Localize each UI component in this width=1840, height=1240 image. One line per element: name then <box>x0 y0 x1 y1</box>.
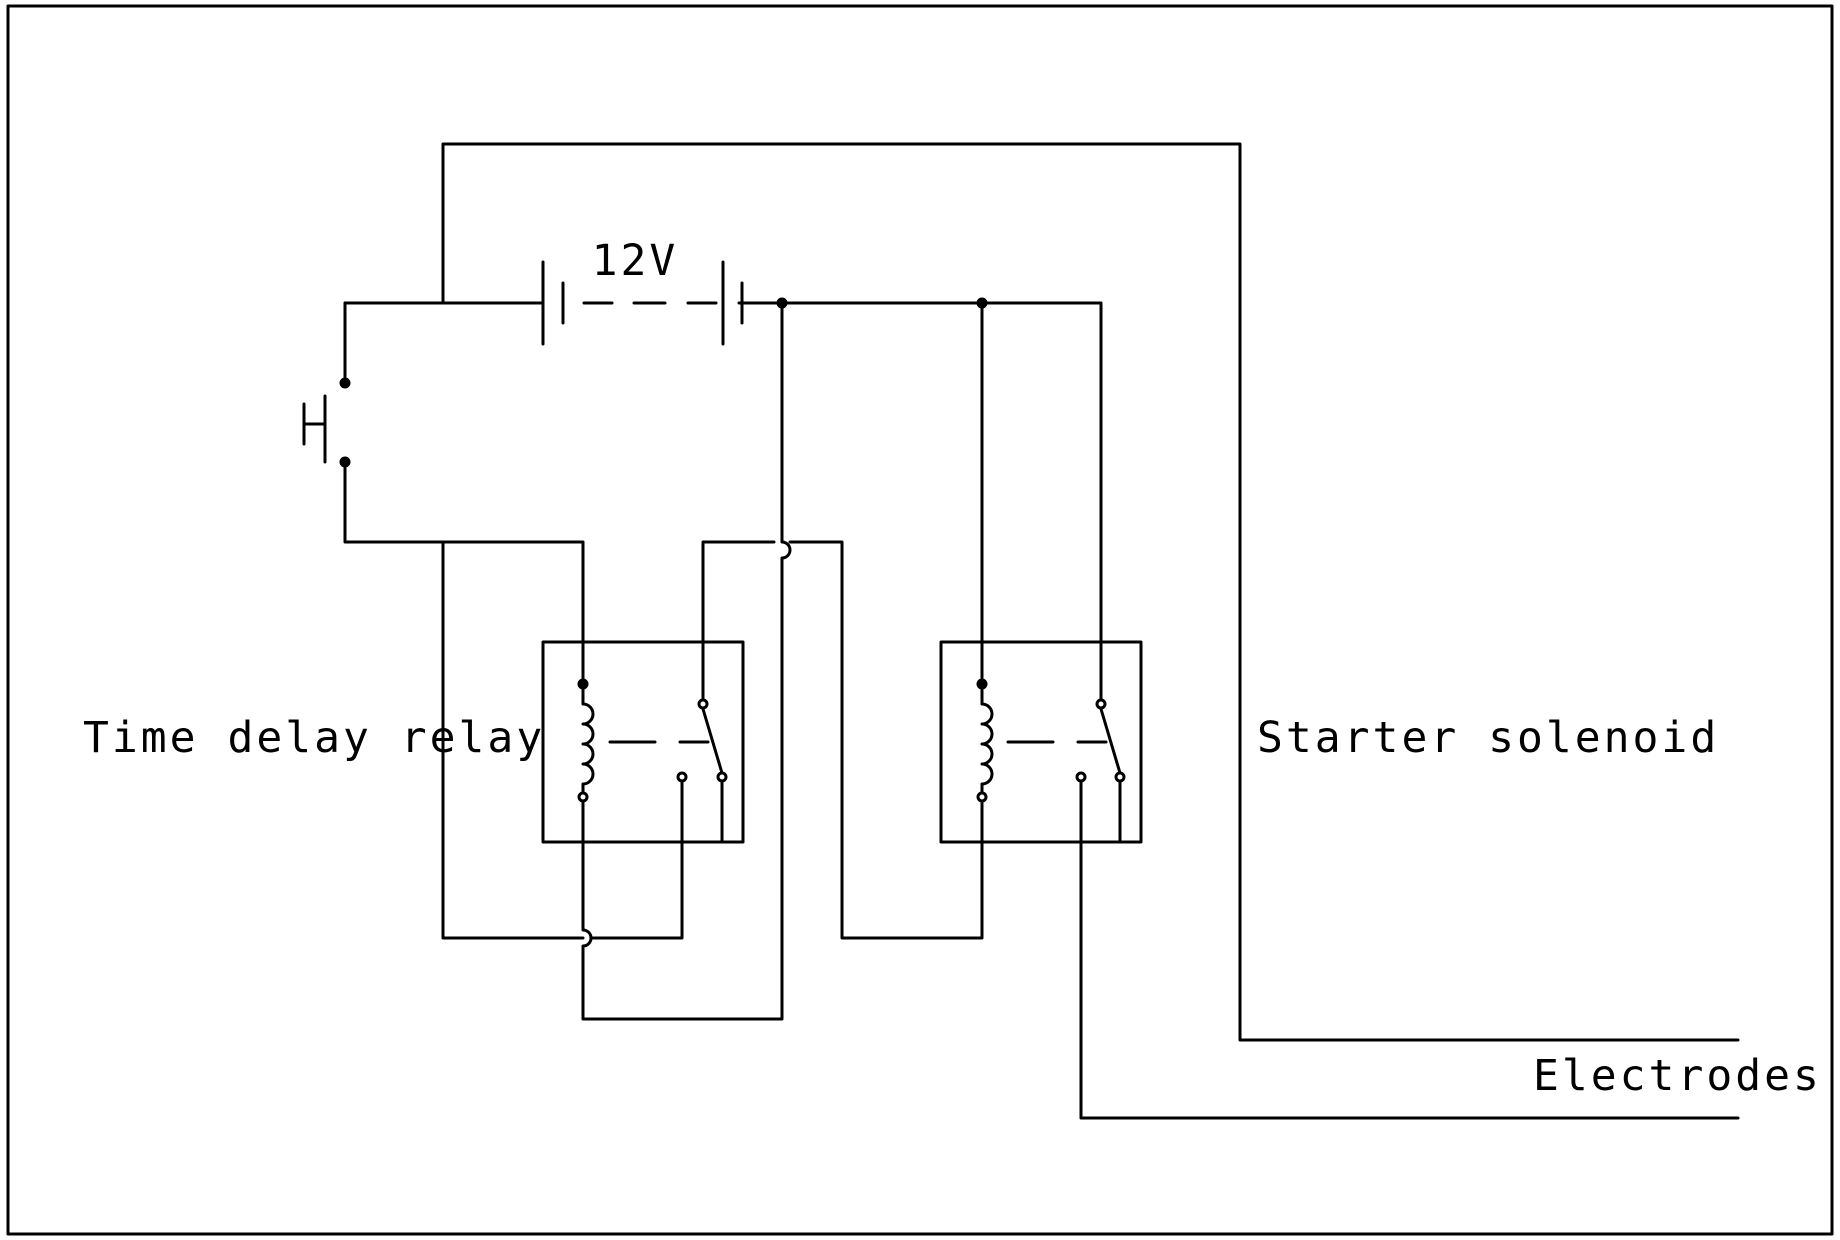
battery-voltage-label: 12V <box>592 236 679 286</box>
battery-symbol: 12V <box>541 236 744 346</box>
starter-solenoid-label: Starter solenoid <box>1257 713 1719 763</box>
top-wires <box>343 142 1740 1042</box>
lower-wires <box>441 301 1740 1120</box>
time-delay-relay-label: Time delay relay <box>83 713 545 763</box>
push-button-switch <box>302 301 585 686</box>
drawing-border <box>6 4 1834 1236</box>
starter-solenoid: Starter solenoid <box>939 640 1719 844</box>
junction-dot <box>976 297 988 309</box>
electrodes-label: Electrodes <box>1533 1051 1822 1101</box>
time-delay-relay: Time delay relay <box>83 640 745 844</box>
